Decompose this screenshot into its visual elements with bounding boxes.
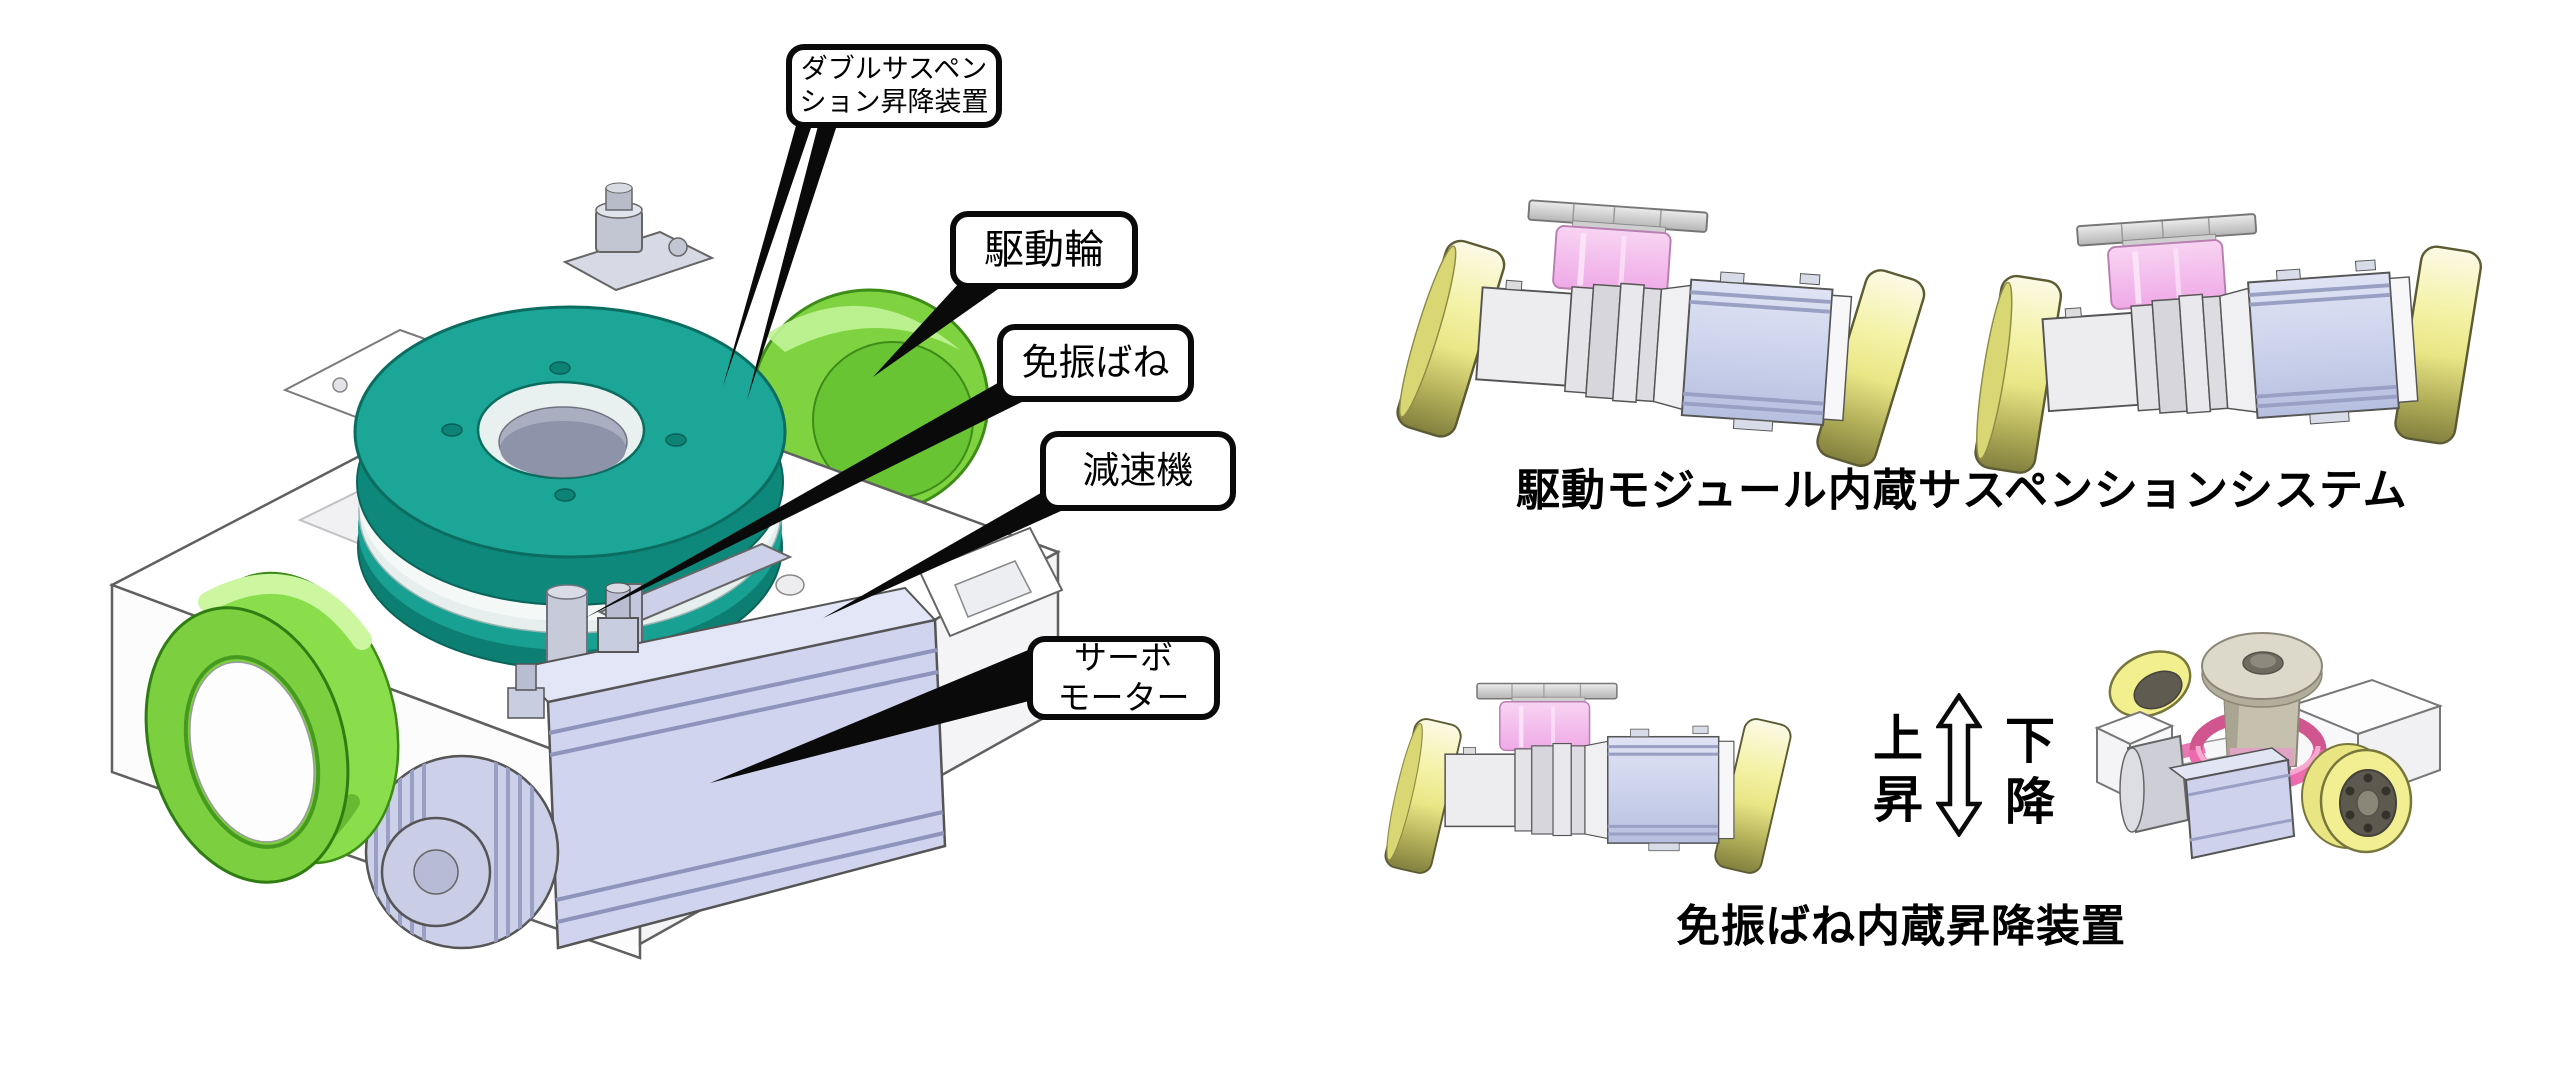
callout-servo-motor: サーボ モーター	[1027, 636, 1220, 720]
main-unit-render	[108, 122, 1072, 960]
callout-double-suspension-line2: ション昇降装置	[799, 87, 989, 117]
caption-lift-device: 免振ばね内蔵昇降装置	[1676, 902, 2126, 951]
callout-reducer-label: 減速機	[1082, 450, 1194, 492]
drive-wheel-left-render	[144, 571, 400, 884]
callout-leader-lines	[585, 122, 1072, 783]
up-down-arrow-icon	[1934, 691, 1984, 839]
callout-drive-wheel-label: 駆動輪	[984, 227, 1104, 272]
drive-wheel-right-render	[750, 288, 990, 516]
suspension-module-tilt-left-render	[1388, 192, 1932, 473]
callout-isolation-spring-label: 免振ばね	[1021, 342, 1170, 384]
callout-double-suspension-line1: ダブルサスペン	[800, 54, 988, 85]
callout-drive-wheel: 駆動輪	[950, 211, 1138, 289]
motion-down-label: 下降	[1998, 714, 2054, 836]
callout-servo-motor-line1: サーボ	[1074, 638, 1173, 676]
callout-reducer: 減速機	[1040, 431, 1236, 511]
lift-module-level-render	[1379, 684, 1793, 876]
top-connector-render	[562, 182, 715, 292]
callout-isolation-spring: 免振ばね	[997, 324, 1194, 402]
lift-unit-iso-render	[2094, 632, 2443, 860]
callout-servo-motor-line2: モーター	[1057, 679, 1190, 716]
suspension-module-tilt-right-render	[1952, 198, 2496, 479]
callout-double-suspension: ダブルサスペン ション昇降装置	[786, 44, 1002, 128]
motion-up-label: 上昇	[1866, 712, 1922, 834]
caption-suspension-system: 駆動モジュール内蔵サスペンションシステム	[1516, 466, 2408, 515]
servo-motor-render	[364, 582, 947, 950]
